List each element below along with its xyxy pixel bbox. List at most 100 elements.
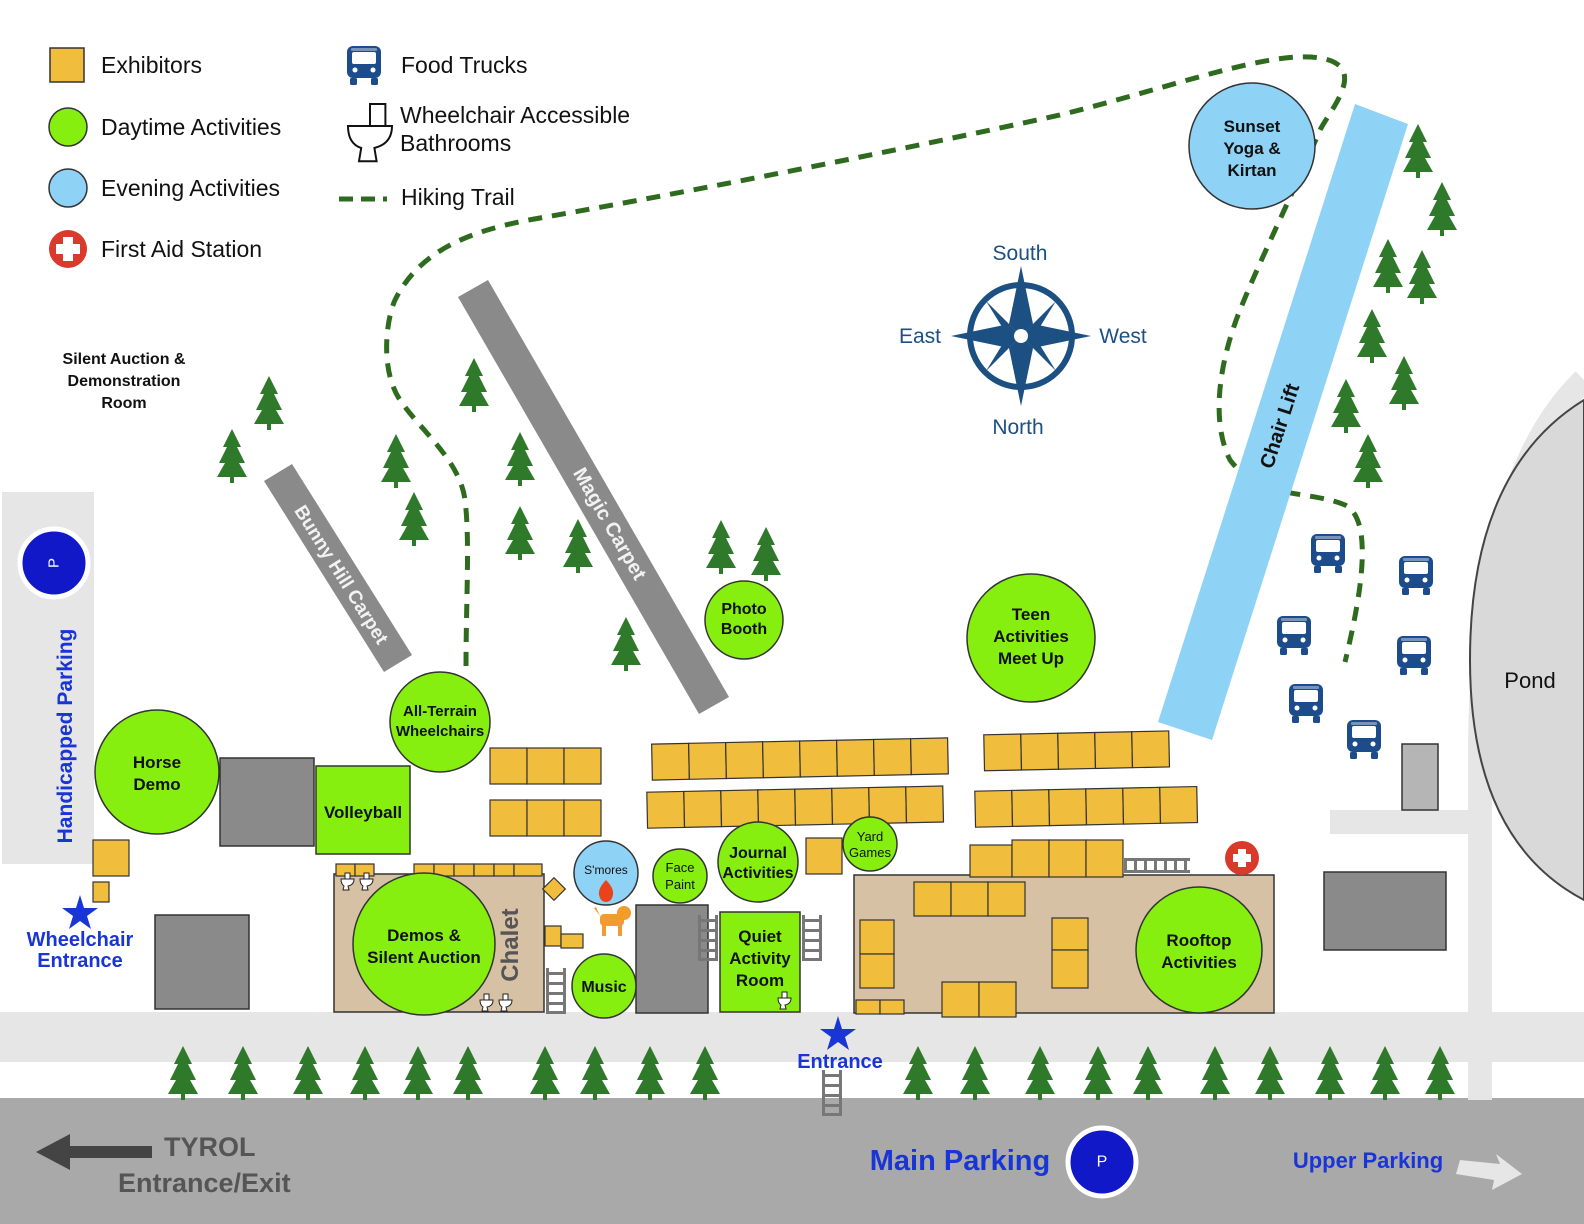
photo-booth-label-2: Booth (721, 621, 767, 638)
stairs (802, 915, 822, 961)
food-truck-icon[interactable] (1289, 684, 1323, 723)
face-paint[interactable]: Face Paint (652, 848, 708, 904)
rooftop-label-2: Activities (1161, 953, 1237, 972)
photo-booth[interactable]: Photo Booth (704, 580, 784, 660)
main-entrance-star[interactable] (820, 1016, 856, 1050)
sunset-label-2: Yoga & (1223, 139, 1280, 158)
legend-daytime: Daytime Activities (101, 114, 281, 140)
hiking-trail[interactable] (384, 54, 1365, 667)
legend-evening: Evening Activities (101, 175, 280, 201)
tyrol-arrow[interactable] (36, 1134, 152, 1170)
legend: Exhibitors Daytime Activities Evening Ac… (48, 46, 630, 268)
legend-bathrooms-1: Wheelchair Accessible (400, 102, 630, 128)
compass-left-label: East (899, 325, 941, 348)
stairs (1124, 858, 1190, 873)
parking-symbol: P (46, 558, 63, 568)
pond-label: Pond (1504, 668, 1555, 693)
tyrol-label-1: TYROL (164, 1132, 256, 1162)
teen-label-1: Teen (1012, 605, 1050, 624)
food-truck-icon[interactable] (1399, 556, 1433, 595)
first-aid-station[interactable] (1225, 841, 1259, 875)
main-parking-symbol: P (1097, 1154, 1108, 1171)
sunset-label-3: Kirtan (1227, 161, 1276, 180)
pond-side-path (1330, 810, 1490, 834)
yard-games-label-1: Yard (857, 829, 884, 844)
sunset-yoga-kirtan[interactable]: Sunset Yoga & Kirtan (1188, 82, 1316, 210)
main-entrance-label: Entrance (797, 1051, 883, 1073)
legend-first-aid: First Aid Station (101, 236, 262, 262)
food-truck-icon[interactable] (1311, 534, 1345, 573)
magic-carpet[interactable] (458, 280, 729, 714)
bunny-hill-carpet[interactable] (264, 464, 412, 672)
building-gray (1401, 743, 1439, 811)
wheelchair-entrance-star[interactable] (62, 895, 98, 929)
all-terrain-wheelchairs[interactable]: All-Terrain Wheelchairs (389, 671, 491, 773)
sunset-label-1: Sunset (1224, 117, 1281, 136)
legend-exhibitor-swatch (49, 47, 85, 83)
all-terrain-label-2: Wheelchairs (396, 723, 484, 740)
teen-label-2: Activities (993, 627, 1069, 646)
food-truck-icon[interactable] (1347, 720, 1381, 759)
wheelchair-entrance-label-2: Entrance (37, 950, 123, 972)
demos-label-2: Silent Auction (367, 948, 481, 967)
horse-demo-label-1: Horse (133, 753, 181, 772)
main-road (0, 1098, 1584, 1224)
all-terrain-label-1: All-Terrain (403, 703, 477, 720)
horse-demo[interactable]: Horse Demo (94, 709, 220, 835)
main-parking-label: Main Parking (870, 1145, 1051, 1177)
yard-games-label-2: Games (849, 845, 891, 860)
building-gray (219, 757, 315, 847)
pond[interactable] (1468, 398, 1584, 902)
smores[interactable]: S'mores (573, 840, 639, 906)
face-paint-label-2: Paint (665, 877, 695, 892)
exhibitor-booths[interactable] (92, 730, 1199, 1018)
volleyball-court[interactable] (315, 765, 411, 855)
quiet-room-label-1: Quiet (738, 927, 782, 946)
smores-label: S'mores (584, 863, 628, 877)
teen-activities-meet-up[interactable]: Teen Activities Meet Up (966, 573, 1096, 703)
compass-bottom-label: North (992, 416, 1043, 439)
upper-parking-arrow[interactable] (1456, 1154, 1522, 1190)
legend-daytime-swatch (48, 107, 88, 147)
journal-label-1: Journal (729, 845, 787, 862)
yard-games[interactable]: Yard Games (842, 816, 898, 872)
horse-demo-label-2: Demo (133, 775, 180, 794)
handicapped-parking-label: Handicapped Parking (54, 629, 77, 844)
tyrol-label-2: Entrance/Exit (118, 1168, 291, 1198)
walkway (0, 1012, 1584, 1062)
rooftop-label-1: Rooftop (1166, 931, 1231, 950)
toilet-icon (347, 103, 393, 163)
legend-food-trucks: Food Trucks (401, 52, 528, 78)
food-truck-icon[interactable] (1397, 636, 1431, 675)
dog-icon (594, 906, 631, 936)
silent-auction-room-label-2: Demonstration (68, 373, 181, 390)
volleyball-label: Volleyball (324, 803, 402, 822)
journal-label-2: Activities (722, 865, 793, 882)
chair-lift[interactable] (1158, 104, 1408, 740)
handicapped-parking-sign[interactable]: P (17, 526, 91, 600)
building-gray (1323, 871, 1447, 951)
upper-parking-label: Upper Parking (1293, 1148, 1443, 1173)
music[interactable]: Music (571, 953, 637, 1019)
food-truck-icon (347, 46, 381, 85)
bunny-hill-carpet-label: Bunny Hill Carpet (290, 502, 393, 649)
demos-silent-auction[interactable]: Demos & Silent Auction (352, 872, 496, 1016)
journal-activities[interactable]: Journal Activities (717, 821, 799, 903)
building-gray (154, 914, 250, 1010)
food-truck-icon[interactable] (1277, 616, 1311, 655)
legend-exhibitors: Exhibitors (101, 52, 202, 78)
first-aid-icon (49, 230, 87, 268)
legend-bathrooms-2: Bathrooms (400, 130, 511, 156)
fire-icon (598, 880, 614, 902)
compass-top-label: South (993, 242, 1048, 265)
photo-booth-label-1: Photo (721, 601, 767, 618)
rooftop-activities[interactable]: Rooftop Activities (1135, 886, 1263, 1014)
teen-label-3: Meet Up (998, 649, 1064, 668)
legend-evening-swatch (48, 168, 88, 208)
silent-auction-room-label-1: Silent Auction & (63, 351, 186, 368)
stairs (546, 968, 566, 1014)
main-parking-sign[interactable]: P (1065, 1125, 1139, 1199)
compass-rose (951, 266, 1091, 406)
legend-hiking-trail: Hiking Trail (401, 184, 515, 210)
